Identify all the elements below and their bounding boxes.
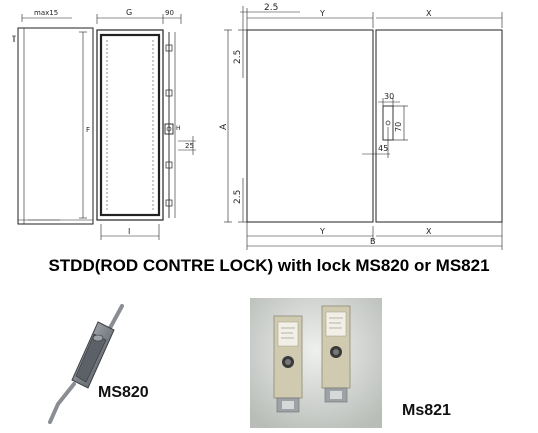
- dim-b: B: [370, 237, 376, 246]
- dim-25: 25: [185, 142, 194, 150]
- dim-h: H: [176, 125, 181, 132]
- dim-70: 70: [394, 122, 403, 132]
- ms821-label: Ms821: [402, 402, 451, 419]
- dim-left-top-2-5: 2.5: [233, 50, 243, 64]
- ms821-lock-right: [321, 305, 351, 403]
- dim-g: G: [126, 8, 132, 17]
- dim-x-bottom: X: [426, 227, 432, 236]
- dim-i: I: [128, 227, 130, 236]
- dim-x-top: X: [426, 9, 432, 18]
- dim-y-top: Y: [319, 9, 325, 18]
- dim-f: F: [86, 126, 90, 134]
- dim-45: 45: [378, 144, 388, 153]
- ms820-lock-image: [48, 304, 124, 424]
- dim-y-bottom: Y: [319, 227, 325, 236]
- dim-90: 90: [165, 9, 174, 17]
- dim-top-2-5: 2.5: [264, 3, 278, 13]
- dim-30: 30: [384, 92, 394, 101]
- ms821-lock-left: [273, 315, 303, 413]
- right-drawing-dims: 2.5 Y X 2.5 A 2.5 30 70 45 Y X B: [219, 3, 432, 246]
- page-title: STDD(ROD CONTRE LOCK) with lock MS820 or…: [48, 256, 490, 275]
- left-drawing-dims: max15 G 90 F H 25 I: [34, 8, 194, 236]
- dim-left-bottom-2-5: 2.5: [233, 190, 243, 204]
- left-cabinet-drawing: [12, 14, 196, 240]
- dim-a: A: [219, 123, 229, 130]
- dim-max15: max15: [34, 9, 58, 17]
- ms820-label: MS820: [98, 384, 149, 401]
- technical-drawing: max15 G 90 F H 25 I: [12, 3, 503, 250]
- right-door-drawing: [224, 6, 503, 250]
- ms821-lock-image: [250, 298, 382, 428]
